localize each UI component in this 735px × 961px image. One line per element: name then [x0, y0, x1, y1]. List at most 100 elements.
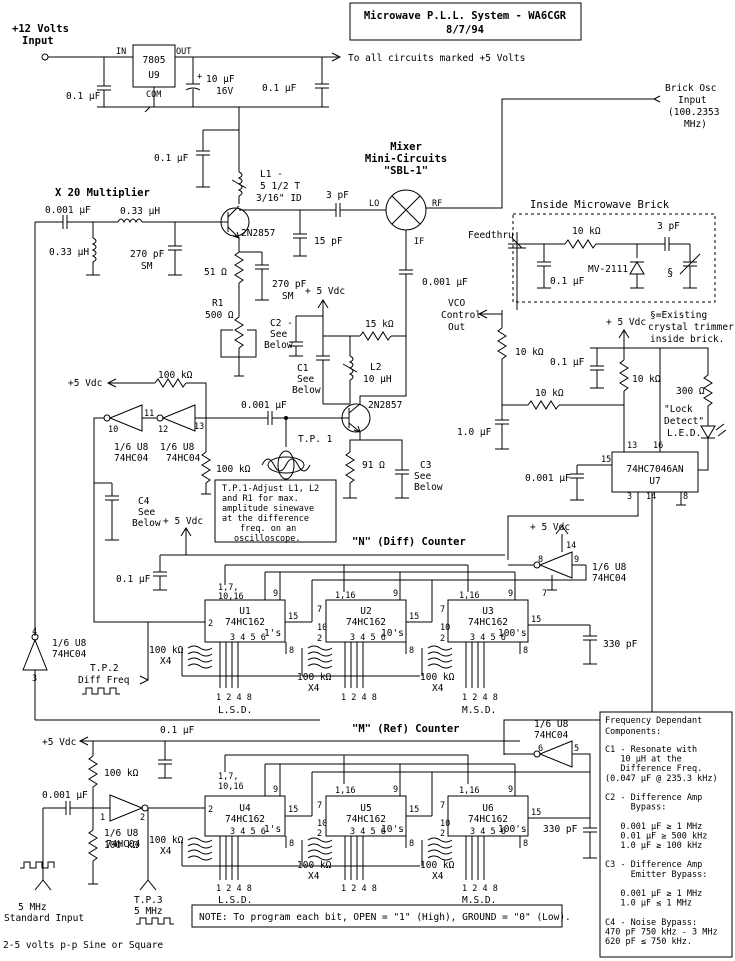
svg-text:1 2 4 8: 1 2 4 8 — [216, 693, 252, 703]
inverter-u8-8 — [538, 551, 573, 579]
svg-text:8: 8 — [409, 839, 414, 849]
svg-text:C1: C1 — [297, 363, 309, 374]
svg-text:1 2 4 8: 1 2 4 8 — [341, 884, 377, 894]
counter-u6 — [447, 795, 529, 837]
regulator-part: 7805 — [143, 55, 166, 66]
svg-text:MHz): MHz) — [684, 119, 707, 130]
counter-u4 — [204, 795, 286, 837]
svg-text:10: 10 — [440, 623, 450, 633]
svg-text:1/6 U8: 1/6 U8 — [104, 828, 139, 839]
inverter-u8-4 — [22, 638, 48, 671]
svg-text:2: 2 — [440, 829, 445, 839]
table-line: 0.001 µF ≥ 1 MHz — [605, 822, 702, 832]
svg-text:at the difference: at the difference — [222, 514, 309, 524]
svg-text:M.S.D.: M.S.D. — [462, 705, 496, 716]
svg-text:U1: U1 — [239, 606, 251, 617]
svg-text:8: 8 — [683, 492, 688, 502]
svg-text:100 kΩ: 100 kΩ — [297, 672, 332, 683]
svg-text:0.1 µF: 0.1 µF — [262, 83, 297, 94]
svg-text:10 kΩ: 10 kΩ — [515, 347, 544, 358]
svg-text:1,16: 1,16 — [335, 591, 355, 601]
note-box — [191, 904, 563, 928]
table-line: C1 - Resonate with — [605, 745, 697, 755]
svg-text:2N2857: 2N2857 — [368, 400, 402, 411]
svg-text:C2 -: C2 - — [270, 318, 293, 329]
svg-text:7: 7 — [440, 605, 445, 615]
svg-text:U4: U4 — [239, 803, 251, 814]
svg-text:+: + — [197, 72, 202, 82]
svg-text:7: 7 — [317, 801, 322, 811]
svg-text:2N2857: 2N2857 — [241, 228, 275, 239]
table-line: 1.0 µF ≤ 1 MHz — [605, 899, 692, 909]
svg-text:freq. on an: freq. on an — [240, 524, 296, 534]
svg-text:9: 9 — [393, 589, 398, 599]
svg-text:10 kΩ: 10 kΩ — [632, 374, 661, 385]
brick-boundary — [512, 213, 716, 303]
table-line: Bypass: — [605, 803, 666, 813]
svg-text:3 4 5 6: 3 4 5 6 — [350, 633, 386, 643]
svg-text:15: 15 — [531, 808, 541, 818]
svg-text:3 pF: 3 pF — [326, 190, 349, 201]
regulator-ref: U9 — [148, 70, 160, 81]
rail-note: To all circuits marked +5 Volts — [348, 53, 525, 64]
diff-amp-section: + 5 Vdc C2 - See Below 15 kΩ C1 See Belo… — [206, 286, 443, 544]
svg-text:See: See — [138, 507, 155, 518]
svg-text:100 kΩ: 100 kΩ — [104, 840, 139, 851]
inverter-u8-1 — [109, 794, 144, 822]
svg-text:Components:: Components: — [605, 727, 661, 737]
svg-text:74HC04: 74HC04 — [592, 573, 627, 584]
svg-text:74HC162: 74HC162 — [346, 617, 386, 628]
counter-u2 — [325, 599, 407, 643]
svg-text:+ 5 Vdc: + 5 Vdc — [163, 516, 203, 527]
svg-text:100's: 100's — [498, 824, 527, 835]
svg-text:+ 5 Vdc: + 5 Vdc — [305, 286, 345, 297]
svg-text:1's: 1's — [264, 824, 281, 835]
svg-text:7: 7 — [317, 605, 322, 615]
svg-text:3/16" ID: 3/16" ID — [256, 193, 302, 204]
svg-text:7: 7 — [542, 589, 547, 599]
svg-text:L1 -: L1 - — [260, 169, 283, 180]
svg-text:Control: Control — [441, 310, 481, 321]
svg-text:3: 3 — [627, 492, 632, 502]
svg-text:2: 2 — [208, 619, 213, 629]
svg-text:8: 8 — [289, 839, 294, 849]
m-counter-title: "M" (Ref) Counter — [352, 723, 459, 735]
svg-text:§: § — [667, 267, 673, 279]
svg-text:L.E.D.: L.E.D. — [667, 428, 701, 439]
svg-text:15: 15 — [288, 612, 298, 622]
svg-text:T.P.1-Adjust L1, L2: T.P.1-Adjust L1, L2 — [222, 484, 319, 494]
svg-text:2: 2 — [140, 813, 145, 823]
svg-text:8: 8 — [523, 646, 528, 656]
svg-text:270 pF: 270 pF — [272, 279, 307, 290]
svg-text:100 kΩ: 100 kΩ — [297, 860, 332, 871]
svg-text:0.001 µF: 0.001 µF — [45, 205, 91, 216]
svg-text:2: 2 — [208, 805, 213, 815]
multiplier-section: X 20 Multiplier 0.1 µF L1 - 5 1/2 T 3/16… — [35, 107, 386, 377]
feedback-inverter: 4 3 1/6 U8 74HC04 — [22, 222, 320, 721]
svg-text:16: 16 — [653, 441, 663, 451]
svg-text:100 kΩ: 100 kΩ — [149, 835, 184, 846]
svg-text:U6: U6 — [482, 803, 494, 814]
svg-text:100 kΩ: 100 kΩ — [158, 370, 193, 381]
svg-text:2: 2 — [317, 634, 322, 644]
svg-text:"SBL-1": "SBL-1" — [384, 165, 428, 177]
svg-text:T.P. 1: T.P. 1 — [298, 434, 333, 445]
svg-text:16V: 16V — [216, 86, 233, 97]
svg-text:inside brick.: inside brick. — [650, 334, 724, 345]
svg-text:Brick Osc: Brick Osc — [665, 83, 716, 94]
table-line: 470 pF 750 kHz - 3 MHz — [605, 927, 718, 937]
svg-text:10: 10 — [440, 819, 450, 829]
svg-text:U7: U7 — [649, 476, 660, 487]
svg-text:100 kΩ: 100 kΩ — [104, 768, 139, 779]
table-line: C2 - Difference Amp — [605, 793, 702, 803]
title-line1: Microwave P.L.L. System - WA6CGR — [364, 10, 567, 22]
svg-text:74HC162: 74HC162 — [468, 814, 508, 825]
power-input-label1: +12 Volts — [12, 23, 69, 35]
svg-text:4: 4 — [32, 627, 37, 637]
svg-text:15: 15 — [531, 615, 541, 625]
svg-text:0.1 µF: 0.1 µF — [550, 357, 585, 368]
svg-text:0.1 µF: 0.1 µF — [116, 574, 151, 585]
svg-text:14: 14 — [566, 541, 576, 551]
svg-text:(100.2353: (100.2353 — [668, 107, 719, 118]
table-line: 10 µH at the — [605, 755, 682, 765]
